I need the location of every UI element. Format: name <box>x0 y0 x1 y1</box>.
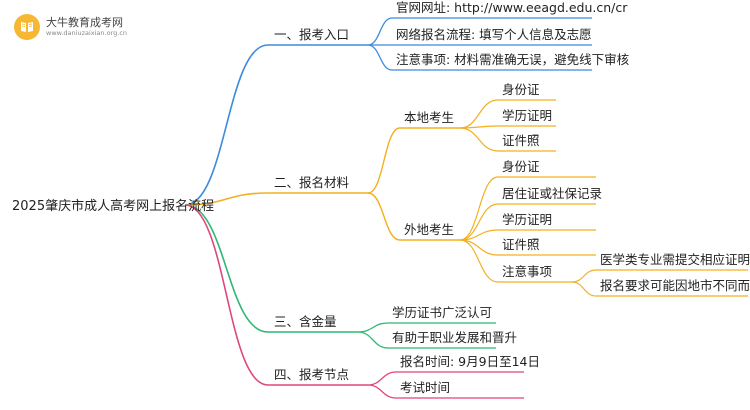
leaf-connector <box>459 99 499 129</box>
sub-node: 本地考生 <box>404 110 454 125</box>
site-url: www.daniuzaixian.org.cn <box>46 29 128 37</box>
branch-node: 二、报名材料 <box>274 175 350 190</box>
leaf-node: 居住证或社保记录 <box>502 186 602 201</box>
note-connector <box>571 281 597 297</box>
branch-node: 一、报考入口 <box>274 27 349 42</box>
leaf-connector <box>367 17 393 46</box>
leaf-connector <box>367 371 397 386</box>
leaf-node: 证件照 <box>502 133 540 148</box>
leaf-connector <box>459 127 499 152</box>
leaf-node: 学历证书广泛认可 <box>392 305 492 320</box>
note-node: 报名要求可能因地市不同而异 <box>600 278 750 293</box>
leaf-connector <box>367 384 397 399</box>
leaf-node: 有助于职业发展和晋升 <box>392 330 517 345</box>
leaf-node: 学历证明 <box>502 212 552 227</box>
leaf-node: 报名时间: 9月9日至14日 <box>400 354 540 369</box>
leaf-node: 考试时间 <box>400 380 450 395</box>
root-node: 2025肇庆市成人高考网上报名流程 <box>12 198 214 214</box>
leaf-connector <box>357 331 389 349</box>
branch-node: 三、含金量 <box>274 314 337 329</box>
leaf-connector <box>367 44 393 71</box>
branch-connector <box>184 204 269 333</box>
leaf-node: 注意事项: 材料需准确无误，避免线下审核 <box>396 52 630 67</box>
note-node: 医学类专业需提交相应证明 <box>600 252 750 267</box>
book-icon <box>14 14 40 40</box>
leaf-node: 证件照 <box>502 237 540 252</box>
branch-connector <box>184 192 269 206</box>
branch-node: 四、报考节点 <box>274 367 349 382</box>
site-name: 大牛教育成考网 <box>46 16 123 29</box>
leaf-connector <box>459 239 499 283</box>
leaf-connector <box>459 176 499 241</box>
sub-connector <box>367 192 401 241</box>
branch-connector <box>184 44 269 206</box>
leaf-node: 注意事项 <box>502 264 552 279</box>
sub-connector <box>367 127 401 194</box>
leaf-node: 网络报名流程: 填写个人信息及志愿 <box>396 27 592 42</box>
leaf-connector <box>357 322 389 333</box>
site-watermark: 大牛教育成考网 www.daniuzaixian.org.cn <box>14 14 127 40</box>
branch-connector <box>184 204 269 386</box>
leaf-node: 身份证 <box>502 82 540 97</box>
leaf-node: 学历证明 <box>502 108 552 123</box>
leaf-connector <box>459 239 499 256</box>
leaf-node: 官网网址: http://www.eeagd.edu.cn/cr <box>396 0 628 15</box>
leaf-connector <box>459 203 499 241</box>
note-connector <box>571 269 597 283</box>
leaf-node: 身份证 <box>502 159 540 174</box>
sub-node: 外地考生 <box>404 222 454 237</box>
